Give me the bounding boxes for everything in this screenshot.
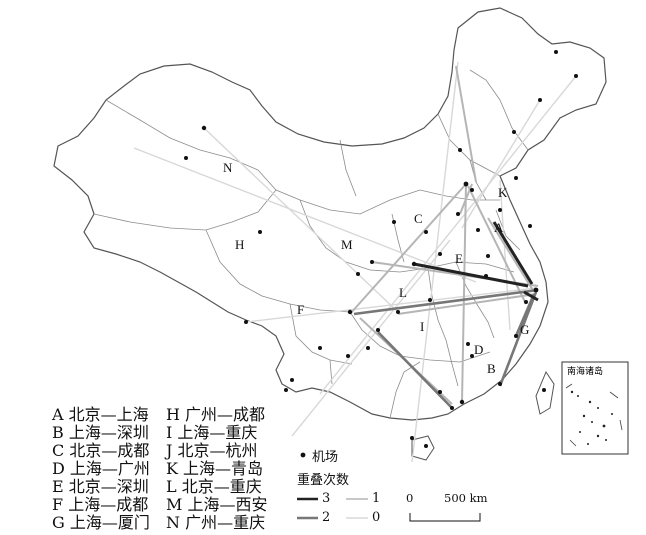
legend-route-k: K 上海—青岛 [166, 459, 264, 478]
map-letter-n: N [223, 160, 233, 175]
routes-overlap-2 [353, 288, 539, 409]
inset-title: 南海诸岛 [567, 365, 603, 377]
legend-route-d: D 上海—广州 [52, 459, 150, 478]
legend-route-h: H 广州—成都 [166, 405, 266, 424]
legend-route-e: E 北京—深圳 [52, 477, 149, 496]
overlap-level-1: 1 [372, 491, 381, 506]
map-letter-f: F [297, 302, 304, 317]
map-letter-m: M [341, 237, 353, 252]
scale-zero: 0 [406, 491, 414, 505]
legend-route-j: J 北京—杭州 [166, 441, 258, 460]
routes-overlap-3 [413, 221, 539, 302]
overlap-legend-lines [297, 497, 368, 520]
legend-route-f: F 上海—成都 [52, 495, 149, 514]
overlap-legend-title: 重叠次数 [297, 473, 350, 488]
map-letter-e: E [455, 251, 463, 266]
taiwan-island [535, 370, 555, 415]
route-legend-left: A 北京—上海 B 上海—深圳 C 北京—成都 D 上海—广州 E 北京—深圳 … [52, 401, 150, 532]
legend-route-c: C 北京—成都 [52, 441, 150, 460]
map-letter-h: H [235, 237, 244, 252]
routes-overlap-0 [133, 61, 577, 463]
map-letter-d: D [474, 342, 483, 357]
legend-route-m: M 上海—西安 [166, 495, 268, 514]
map-letter-k: K [498, 185, 508, 200]
map-letter-g: G [520, 322, 529, 337]
china-outline [53, 7, 607, 421]
legend-route-g: G 上海—厦门 [52, 513, 150, 532]
map-letter-c: C [414, 211, 423, 226]
overlap-level-3: 3 [322, 491, 331, 506]
map-letter-i: I [420, 319, 424, 334]
airports [184, 50, 578, 448]
legend-route-i: I 上海—重庆 [166, 423, 258, 442]
south-china-sea-inset: 南海诸岛 [561, 361, 629, 455]
map-letter-a: A [494, 220, 504, 235]
scale-label: 500 km [444, 491, 488, 505]
scale-bar [409, 513, 481, 522]
overlap-level-2: 2 [322, 510, 331, 525]
legend-route-l: L 北京—重庆 [166, 477, 262, 496]
legend-route-a: A 北京—上海 [52, 405, 149, 424]
hainan-island [411, 435, 435, 461]
map-letter-b: B [487, 361, 496, 376]
route-legend-right: H 广州—成都 I 上海—重庆 J 北京—杭州 K 上海—青岛 L 北京—重庆 … [166, 401, 268, 532]
route-letters: N H M C E L I F A K D B G [223, 160, 529, 376]
map-letter-l: L [399, 285, 407, 300]
overlap-level-0: 0 [372, 510, 381, 525]
airport-legend-label: 机场 [312, 450, 339, 465]
airport-legend-dot [300, 452, 306, 458]
legend-route-n: N 广州—重庆 [166, 513, 266, 532]
legend-route-b: B 上海—深圳 [52, 423, 149, 442]
